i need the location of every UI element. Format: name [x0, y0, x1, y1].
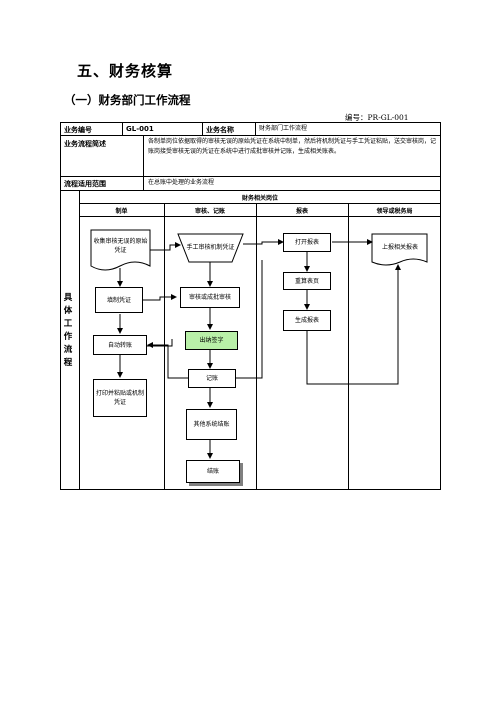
table-rule [256, 203, 257, 490]
scope-label: 流程适用范围 [64, 180, 106, 188]
table-rule [79, 216, 441, 217]
table-rule [143, 135, 144, 190]
scope-value: 在总账中处理的业务流程 [148, 179, 215, 186]
table-rule [79, 190, 80, 490]
table-rule [60, 176, 441, 177]
business-name-value: 财务部门工作流程 [259, 125, 308, 132]
step-fill-voucher: 填制凭证 [95, 287, 143, 313]
table-rule [348, 203, 349, 490]
table-rule [60, 135, 441, 136]
side-label-char: 体 [63, 306, 73, 316]
business-name-label: 业务名称 [206, 126, 234, 134]
step-manual-review: 手工审核机制凭证 [186, 243, 235, 251]
step-batch-review: 审核或成批审核 [180, 287, 240, 308]
side-label-char: 程 [63, 358, 73, 368]
business-code-label: 业务编号 [64, 126, 92, 134]
table-rule [122, 122, 123, 135]
section-subheading: （一）财务部门工作流程 [64, 93, 191, 107]
step-recalculate: 重算表页 [283, 272, 331, 290]
step-post: 记账 [188, 369, 236, 388]
table-rule [255, 122, 256, 135]
document-number: 编号：PR-GL-001 [345, 113, 409, 122]
column-header: 领导或税务局 [376, 208, 413, 215]
step-auto-transfer: 自动转账 [93, 335, 147, 355]
process-table [60, 122, 441, 490]
process-desc-label: 业务流程简述 [64, 140, 106, 148]
table-rule [60, 190, 441, 191]
section-heading: 五、财务核算 [77, 62, 174, 80]
step-collect-vouchers: 收集审核无误的原始凭证 [93, 238, 148, 254]
trapezoid-shape [177, 233, 244, 263]
document-shape [90, 229, 151, 271]
column-header: 审核、记账 [194, 208, 225, 215]
side-label-char: 作 [63, 332, 73, 342]
positions-header: 财务相关岗位 [241, 195, 278, 202]
step-other-close: 其他系统结账 [186, 409, 237, 440]
column-header: 报表 [295, 208, 308, 215]
side-label-char: 工 [63, 319, 73, 329]
step-cashier-sign: 出纳签字 [185, 331, 238, 350]
step-submit-report: 上报相关报表 [381, 243, 418, 251]
step-open-report: 打开报表 [283, 233, 331, 252]
side-label-char: 流 [63, 345, 73, 355]
business-code-value: GL-001 [126, 125, 154, 133]
step-print-voucher: 打印并粘贴或机制凭证 [93, 379, 147, 417]
step-generate-report: 生成报表 [283, 310, 331, 331]
step-close: 结账 [186, 460, 240, 483]
process-desc-value: 各制单岗位依据取得的审核无误的原始凭证在系统中制单，然后将机制凭证与手工凭证粘贴… [148, 138, 437, 155]
side-label-char: 具 [63, 293, 73, 303]
side-label: 具 体 工 作 流 程 [62, 292, 74, 370]
table-rule [202, 122, 203, 135]
document-shape [371, 233, 428, 266]
column-header: 制单 [115, 208, 128, 215]
table-rule [79, 203, 441, 204]
